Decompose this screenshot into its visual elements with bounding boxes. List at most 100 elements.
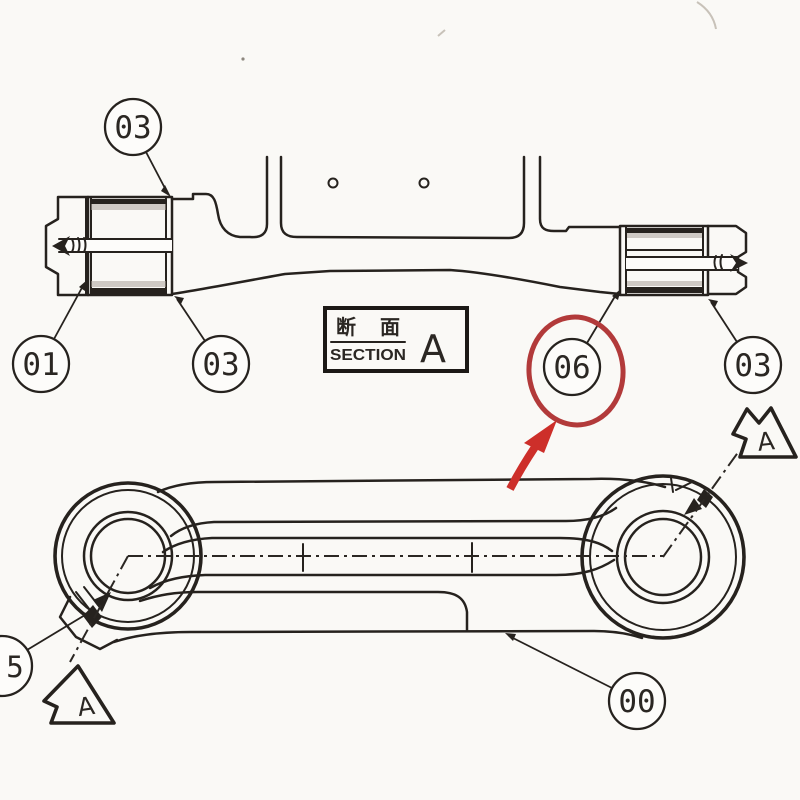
- right-bushing-top-band: [627, 228, 702, 233]
- balloon-circle: [723, 335, 783, 395]
- leader-arrowhead: [612, 289, 621, 300]
- balloon-circle: [0, 634, 34, 698]
- balloon-00-bottom: 00: [505, 633, 667, 731]
- balloon-circle: [542, 337, 602, 397]
- right-lock-bolt-head-icon: [684, 498, 702, 515]
- balloon-05-left-edge: 5: [0, 609, 94, 698]
- balloon-03-right: 03: [708, 299, 783, 395]
- highlight-arrow-shaft: [506, 444, 539, 491]
- left-pin-threads: [71, 237, 87, 253]
- leader-line: [586, 292, 618, 344]
- highlight-ring: [526, 314, 626, 428]
- cut-line-left-diagonal: [69, 555, 129, 663]
- balloon-label: 03: [734, 348, 771, 384]
- side-upper-chamfer-2: [161, 536, 614, 554]
- left-tab-chamfers: [75, 586, 99, 611]
- right-eye-notch: [670, 477, 674, 493]
- left-lock-tab: [58, 595, 119, 651]
- leader-line: [26, 611, 91, 651]
- center-tower-pocket: [279, 155, 526, 240]
- section-label-cn: 断面: [336, 315, 424, 339]
- balloon-label: 01: [22, 347, 59, 383]
- scan-smudge: [696, 1, 717, 30]
- balloon-06-highlighted: 06: [542, 289, 621, 397]
- body-top-edge-right: [538, 155, 622, 233]
- section-label-box: 断面 SECTION A: [323, 306, 469, 373]
- section-cut-line: [69, 450, 740, 663]
- section-marker-a-right: A: [731, 406, 798, 459]
- body-bottom-edge: [170, 268, 622, 296]
- section-markers: A A: [42, 406, 798, 725]
- leader-line: [508, 635, 613, 689]
- left-pin-body: [59, 240, 172, 252]
- section-arrow-flag-icon: [42, 664, 116, 725]
- highlight-annotation: [506, 314, 626, 491]
- balloon-01-left: 01: [11, 280, 87, 394]
- left-pin-assembly: [44, 195, 174, 297]
- section-marker-a-left: A: [42, 664, 116, 725]
- side-top-edge: [156, 477, 667, 494]
- right-bushing-bottom-shade: [627, 281, 702, 286]
- section-view: [44, 155, 748, 297]
- balloon-label: 00: [618, 684, 655, 720]
- side-upper-chamfer-1: [169, 506, 618, 538]
- right-pin-tip-icon: [730, 254, 748, 272]
- left-pin-tip-icon: [52, 236, 70, 256]
- leader-arrowhead: [161, 185, 171, 197]
- leader-arrowhead: [85, 609, 94, 619]
- right-tab-chamfer: [675, 481, 693, 491]
- right-pin-assembly: [618, 224, 748, 297]
- left-bushing-top-band: [91, 199, 166, 204]
- balloon-circle: [607, 671, 667, 731]
- left-eye: [53, 481, 203, 651]
- left-bushing-bottom-shade: [91, 281, 166, 287]
- leader-arrowhead: [174, 296, 184, 304]
- scan-dot: [241, 57, 245, 61]
- leader-arrowhead: [708, 299, 718, 307]
- side-body-lines: [112, 477, 667, 644]
- left-eye-bushing: [82, 510, 174, 602]
- left-end-cap: [44, 195, 90, 297]
- side-lower-chamfer-1: [148, 558, 616, 590]
- balloon-label: 5: [6, 650, 23, 684]
- scan-artifacts: [241, 1, 717, 61]
- right-bushing-bottom-band: [627, 287, 702, 293]
- section-view-letter: A: [420, 327, 446, 371]
- left-lock-bolt-head-icon: [93, 592, 111, 612]
- leader-arrowhead: [505, 633, 516, 641]
- cut-line-right-diagonal: [662, 450, 740, 558]
- section-body-outline: [170, 155, 622, 296]
- side-bottom-edge: [112, 629, 644, 644]
- leader-arrowhead: [79, 280, 87, 291]
- leader-line: [176, 298, 206, 342]
- balloon-03-bottom-left: 03: [174, 296, 251, 394]
- right-pin-threads: [713, 254, 723, 270]
- balloon-03-top-left: 03: [103, 97, 171, 197]
- section-arrow-flag-icon: [731, 406, 798, 459]
- leader-line: [710, 301, 738, 343]
- mount-hole-right: [418, 177, 430, 189]
- balloon-label: 03: [114, 110, 151, 146]
- balloon-circle: [191, 334, 251, 394]
- label-box-border: [323, 306, 469, 373]
- section-marker-letter: A: [756, 426, 776, 457]
- balloon-label: 06: [553, 350, 590, 386]
- section-label-en: SECTION: [330, 347, 406, 364]
- right-pin-body: [626, 258, 738, 269]
- highlight-arrow-head-icon: [524, 420, 557, 453]
- left-bushing-top-shade: [91, 204, 166, 210]
- right-pin-outline: [625, 256, 739, 271]
- balloon-circle: [11, 334, 71, 394]
- side-view: A A: [42, 406, 798, 725]
- callouts: 03 01 03 03 00: [0, 97, 783, 731]
- scan-mark: [437, 29, 446, 37]
- balloon-circle: [103, 97, 163, 157]
- right-bushing-top-shade: [627, 233, 702, 238]
- left-bushing-bottom-band: [91, 288, 166, 294]
- body-top-edge-left: [170, 155, 269, 239]
- section-marker-letter: A: [76, 691, 97, 722]
- side-lower-chamfer-2-step: [138, 590, 469, 633]
- balloon-label: 03: [202, 347, 239, 383]
